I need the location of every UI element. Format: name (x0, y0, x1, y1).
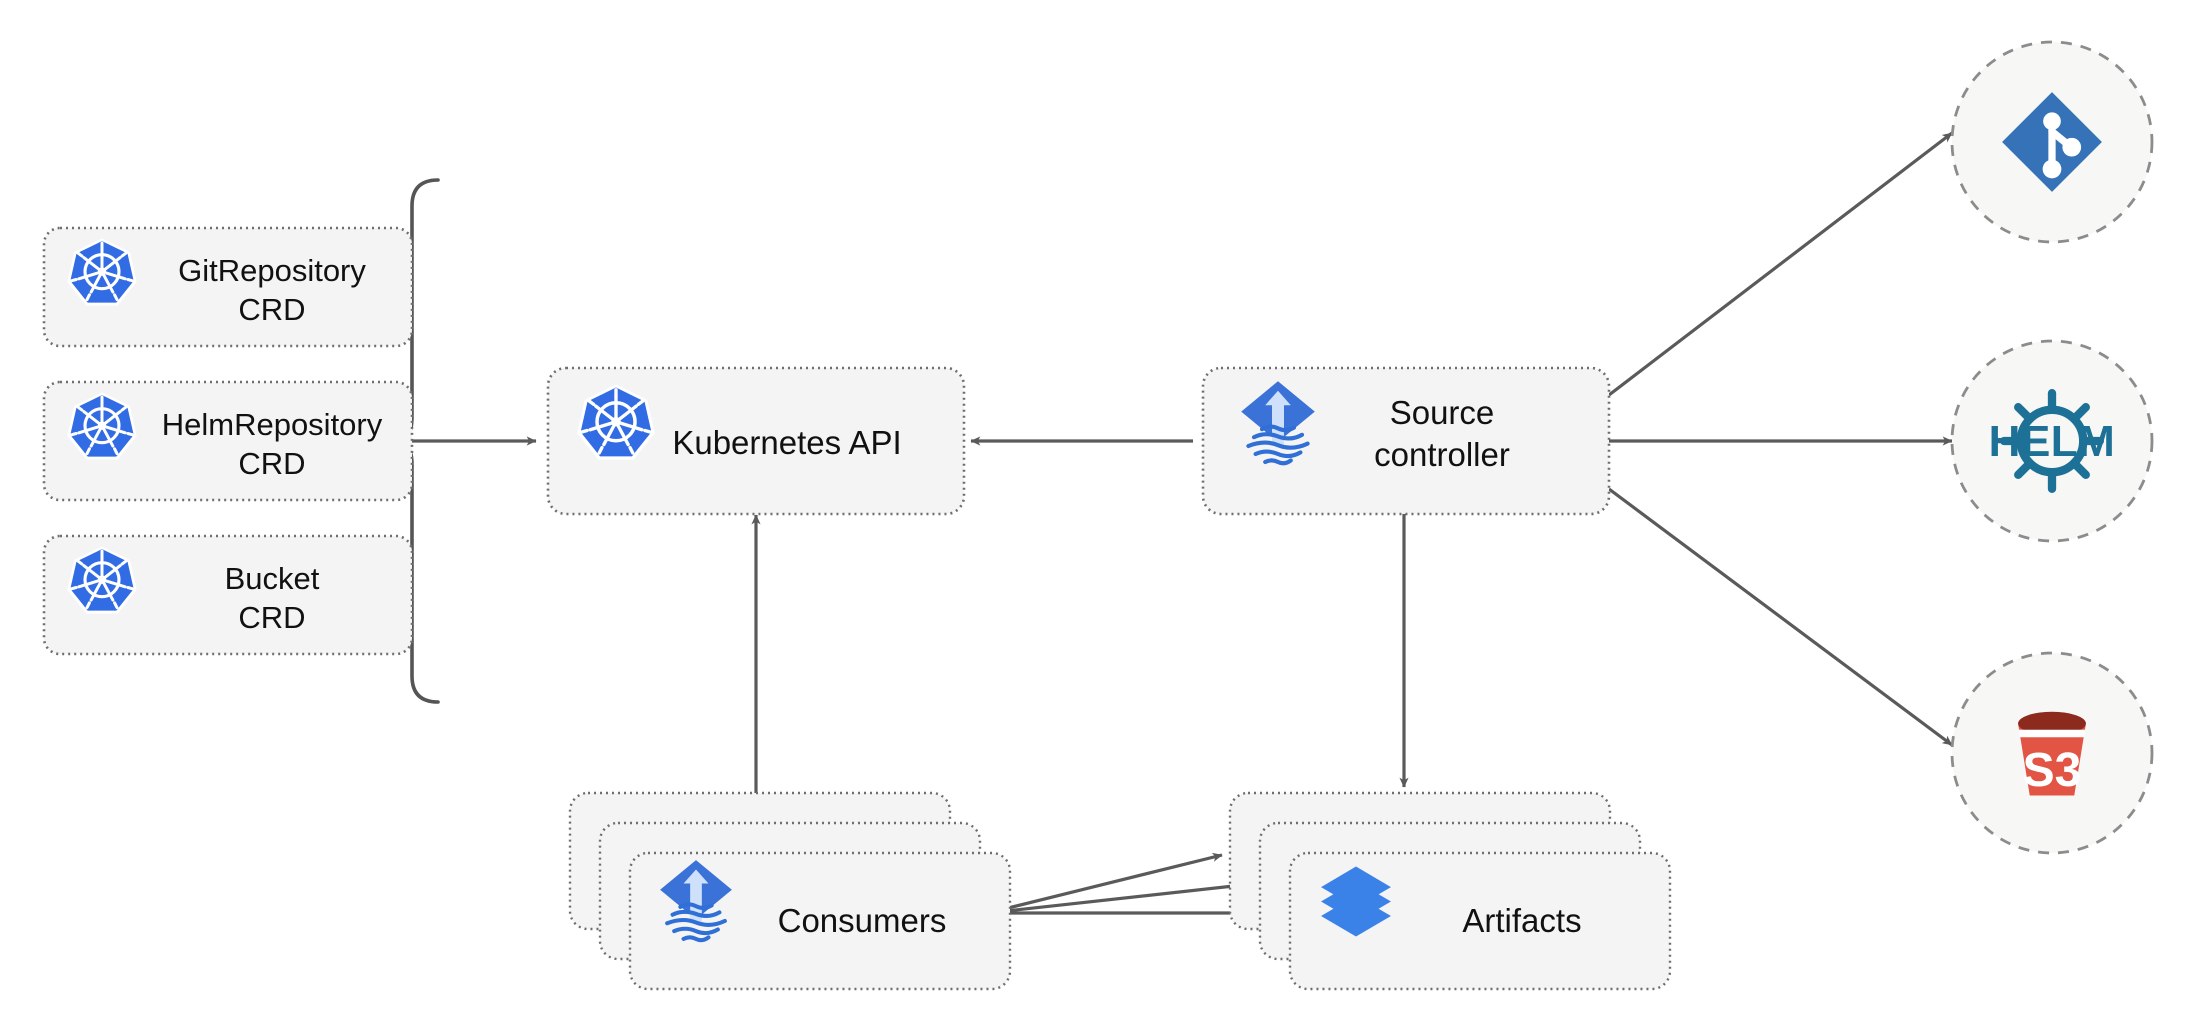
edges-layer (412, 131, 1953, 918)
edge-controller-to-git (1608, 131, 1953, 397)
bucket-crd-label-line1: Bucket (225, 561, 320, 596)
source-controller-node[interactable]: Source controller (1201, 366, 1611, 516)
helm-wordmark: HELM (1989, 417, 2116, 466)
gitrepository-crd-label-line2: CRD (238, 292, 305, 327)
s3-wordmark: S3 (2023, 744, 2082, 797)
git-source-node[interactable] (1950, 40, 2154, 244)
consumers-node[interactable]: Consumers (568, 791, 1012, 991)
helmrepository-crd-label-line1: HelmRepository (162, 407, 383, 442)
gitrepository-crd[interactable]: GitRepository CRD (42, 226, 414, 348)
helm-source-node[interactable]: HELM (1950, 339, 2154, 543)
helmrepository-crd-label-line2: CRD (238, 446, 305, 481)
helmrepository-crd[interactable]: HelmRepository CRD (42, 380, 414, 502)
edge-controller-to-s3 (1608, 487, 1953, 747)
kubernetes-api-node[interactable]: Kubernetes API (546, 366, 966, 516)
consumers-label: Consumers (778, 902, 947, 939)
s3-source-node[interactable]: S3 (1950, 651, 2154, 855)
bucket-crd-label-line2: CRD (238, 600, 305, 635)
source-controller-label-line2: controller (1374, 436, 1510, 473)
bucket-crd[interactable]: Bucket CRD (42, 534, 414, 656)
artifacts-node[interactable]: Artifacts (1228, 791, 1672, 991)
edge-consumers-to-artifacts-2 (987, 880, 1253, 915)
edge-consumers-to-artifacts-1 (987, 852, 1223, 915)
gitrepository-crd-label-line1: GitRepository (178, 253, 366, 288)
kubernetes-api-label: Kubernetes API (672, 424, 901, 461)
source-controller-label-line1: Source (1390, 394, 1495, 431)
artifacts-label: Artifacts (1462, 902, 1581, 939)
